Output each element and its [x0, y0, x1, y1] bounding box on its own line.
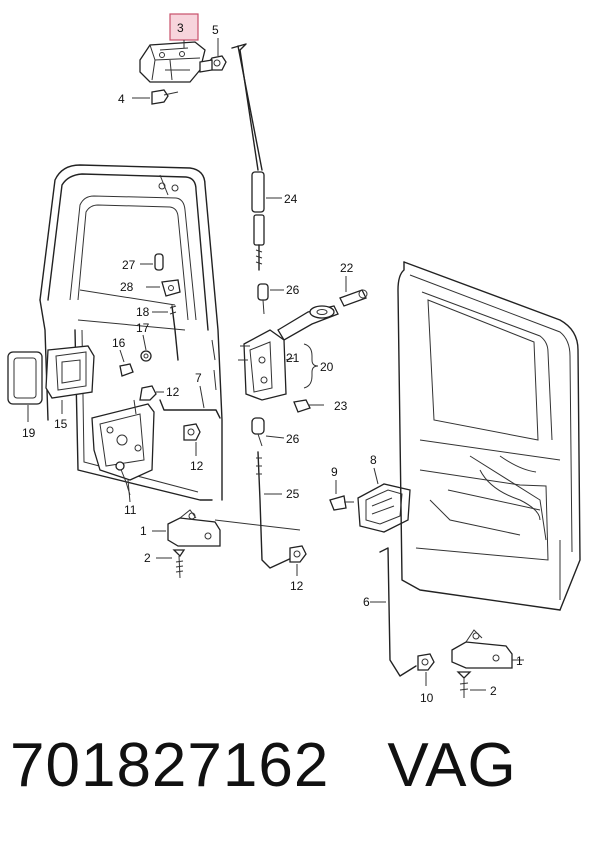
callout-7: 7: [195, 371, 202, 385]
lock-mechanism-part-11: [91, 399, 155, 503]
striker-part-1-right: [451, 629, 524, 669]
actuator-part-21: [238, 305, 339, 401]
callout-8: 8: [370, 453, 377, 467]
callout-27: 27: [122, 258, 136, 272]
callout-18: 18: [136, 305, 150, 319]
clip-part-26-lower: [251, 417, 285, 447]
callout-24: 24: [284, 192, 298, 206]
part-number: 701827162: [10, 731, 330, 800]
callout-2-b: 2: [490, 684, 497, 698]
rod-part-6: [370, 547, 417, 677]
rod-part-7: [159, 385, 221, 419]
pin-part-27: [140, 253, 164, 271]
screw-part-2-right: [456, 671, 486, 698]
callout-22: 22: [340, 261, 354, 275]
nut-part-12-lower: [289, 545, 307, 576]
callout-5: 5: [212, 23, 219, 37]
lower-rod-part-25: [256, 451, 297, 569]
screw-part-23: [293, 399, 324, 413]
callout-26-b: 26: [286, 432, 300, 446]
callout-12-a: 12: [166, 385, 180, 399]
callout-15: 15: [54, 417, 68, 431]
screw-part-2-left: [156, 549, 186, 579]
callout-23: 23: [334, 399, 348, 413]
callout-labels: 3 5 4 24 27 28 18 17 16 12 7 19 15 12 11…: [22, 21, 523, 705]
rod-part-18: [152, 305, 179, 361]
callout-9: 9: [331, 465, 338, 479]
nut-part-12-middle: [183, 423, 201, 456]
nut-part-12-upper: [139, 385, 164, 401]
brand-name: VAG: [387, 731, 517, 800]
callout-11: 11: [124, 503, 137, 517]
callout-25: 25: [286, 487, 300, 501]
clip-part-28: [146, 279, 181, 297]
callout-12-c: 12: [290, 579, 304, 593]
bolt-part-4: [132, 89, 179, 105]
callout-16: 16: [112, 336, 126, 350]
nut-part-5: [199, 38, 227, 73]
callout-17: 17: [136, 321, 150, 335]
right-door-frame: [397, 261, 581, 611]
callout-10: 10: [420, 691, 434, 705]
left-door-frame: [39, 164, 223, 501]
callout-3: 3: [177, 21, 184, 35]
callout-2-a: 2: [144, 551, 151, 565]
hinge-bracket-part-3: [139, 13, 206, 83]
callout-4: 4: [118, 92, 125, 106]
callout-21: 21: [286, 351, 300, 365]
nut-part-10: [417, 653, 435, 686]
callout-19: 19: [22, 426, 36, 440]
callout-1-a: 1: [140, 524, 147, 538]
gasket-part-19: [7, 351, 43, 422]
callout-1-b: 1: [516, 654, 523, 668]
part-number-caption: 701827162 VAG: [10, 730, 517, 801]
handle-part-15: [45, 345, 95, 414]
washer-part-17: [140, 334, 152, 362]
callout-26-a: 26: [286, 283, 300, 297]
callout-12-b: 12: [190, 459, 204, 473]
callout-6: 6: [363, 595, 370, 609]
screw-part-9: [329, 480, 354, 511]
bumper-block-part-8: [357, 467, 411, 533]
screw-part-16: [119, 349, 134, 377]
clip-part-26-upper: [257, 283, 284, 315]
striker-part-1-left: [152, 509, 301, 547]
bracket-group-part-20: [285, 343, 319, 389]
bushing-part-22: [339, 276, 368, 307]
callout-28: 28: [120, 280, 134, 294]
upper-rod-part-24: [231, 43, 282, 271]
callout-20: 20: [320, 360, 334, 374]
